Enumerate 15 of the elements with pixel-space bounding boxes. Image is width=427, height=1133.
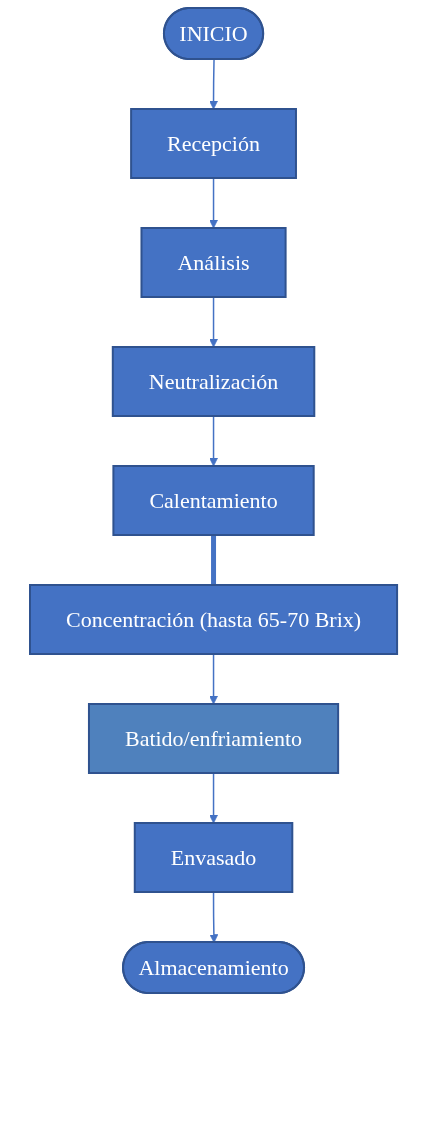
- arrow: [209, 415, 218, 467]
- node-box: Calentamiento: [112, 465, 315, 536]
- arrow: [209, 891, 219, 943]
- node-box: Concentración (hasta 65-70 Brix): [28, 584, 399, 655]
- arrow: [209, 296, 218, 348]
- node-box: Envasado: [133, 822, 294, 893]
- arrow: [209, 58, 218, 110]
- arrow: [209, 177, 218, 229]
- connector: [211, 535, 216, 585]
- node-box: Neutralización: [111, 346, 316, 417]
- node-box: Recepción: [130, 108, 297, 179]
- arrow: [209, 653, 218, 705]
- node-box: Análisis: [140, 227, 287, 298]
- node-box: Batido/enfriamiento: [87, 703, 340, 774]
- arrow: [209, 772, 218, 824]
